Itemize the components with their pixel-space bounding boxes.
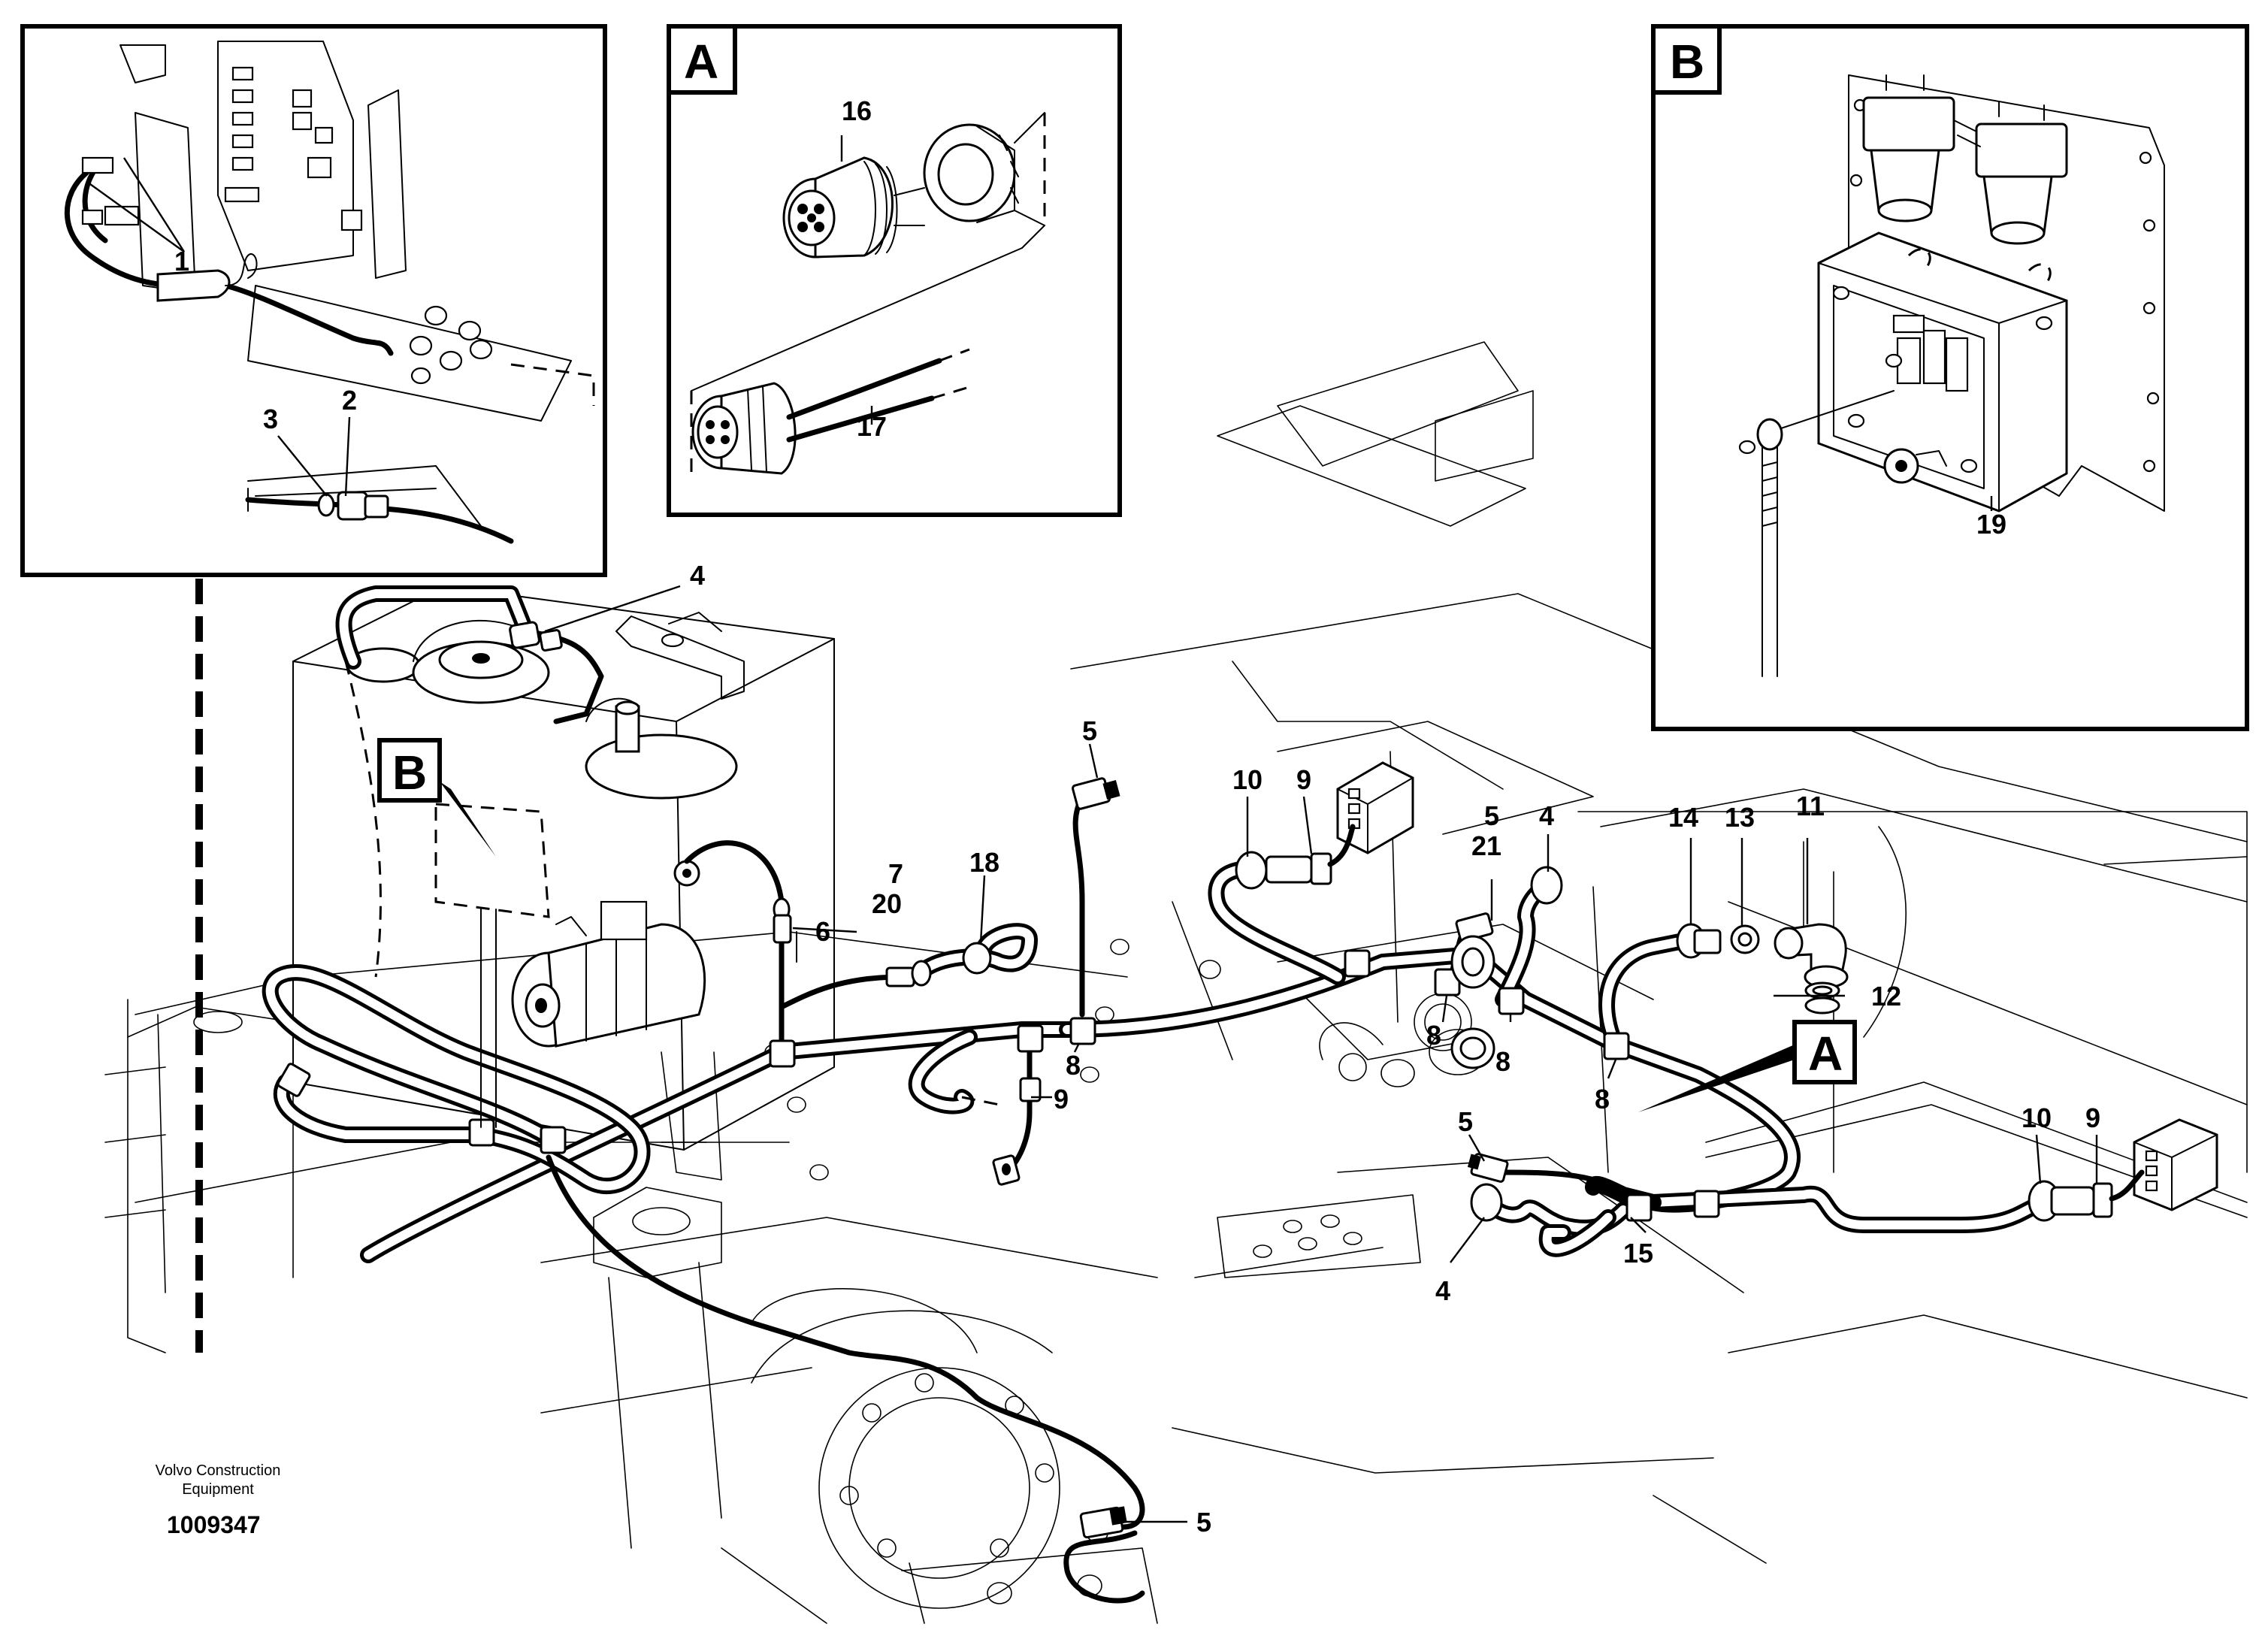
callout-11: 11 — [1796, 791, 1825, 821]
drawing-reference-number: 1009347 — [167, 1511, 261, 1538]
callout-10-right: 10 — [2022, 1102, 2052, 1133]
callout-13: 13 — [1725, 802, 1755, 833]
inset-b-letter: B — [1670, 35, 1704, 89]
reference-dashes — [195, 541, 550, 1353]
connectors-and-fittings — [277, 621, 2218, 1539]
callout-8-d: 8 — [1595, 1084, 1610, 1114]
inset-panel-detail — [20, 24, 607, 577]
callout-4-lower-right: 4 — [1435, 1275, 1450, 1306]
callout-21: 21 — [1471, 830, 1501, 861]
callout-17: 17 — [857, 411, 887, 442]
callout-18: 18 — [969, 847, 999, 878]
inset-a-detail — [667, 24, 1122, 517]
callout-8-a: 8 — [1066, 1050, 1081, 1081]
callout-16: 16 — [842, 95, 872, 126]
callout-8-b: 8 — [1426, 1020, 1441, 1051]
callout-labels: 1 2 3 4 5 6 7 20 18 8 9 10 9 5 21 4 8 8 … — [174, 95, 2100, 1538]
hydraulic-tank-block — [292, 585, 835, 1151]
inset-b-detail — [1651, 24, 2249, 731]
callout-8-c: 8 — [1495, 1046, 1510, 1077]
main-wire-harness — [262, 585, 2052, 1604]
leader-lines — [89, 135, 2098, 1523]
callout-9-a: 9 — [1054, 1084, 1069, 1114]
callout-7: 7 — [888, 858, 903, 889]
flag-b-letter: B — [392, 745, 427, 800]
callout-2: 2 — [342, 385, 357, 416]
callout-1: 1 — [174, 246, 189, 277]
callout-5-mid: 5 — [1484, 800, 1499, 831]
detail-letters: A B B A — [392, 35, 1843, 1081]
callout-5-upper: 5 — [1082, 715, 1097, 746]
callout-15: 15 — [1623, 1238, 1653, 1269]
callout-5-bottom: 5 — [1196, 1507, 1211, 1538]
callout-9-right: 9 — [2085, 1102, 2100, 1133]
company-line-2: Equipment — [182, 1481, 254, 1498]
callout-20: 20 — [872, 888, 902, 919]
company-line-1: Volvo Construction — [156, 1462, 281, 1479]
pcb-relays — [224, 66, 363, 231]
footer: Volvo Construction Equipment 1009347 — [156, 1462, 281, 1538]
callout-4-top: 4 — [690, 560, 705, 591]
callout-5-lower-right: 5 — [1458, 1106, 1473, 1137]
detail-view-flags — [377, 738, 1857, 1112]
callout-4-mid: 4 — [1539, 800, 1554, 831]
callout-19: 19 — [1976, 509, 2006, 540]
flag-a-letter: A — [1808, 1027, 1843, 1081]
callout-12: 12 — [1871, 981, 1901, 1012]
callout-6: 6 — [815, 916, 830, 947]
callout-3: 3 — [263, 404, 278, 434]
inset-a-letter: A — [684, 35, 718, 89]
callout-9-upper: 9 — [1296, 764, 1311, 795]
callout-10-upper: 10 — [1232, 764, 1263, 795]
callout-14: 14 — [1668, 802, 1698, 833]
